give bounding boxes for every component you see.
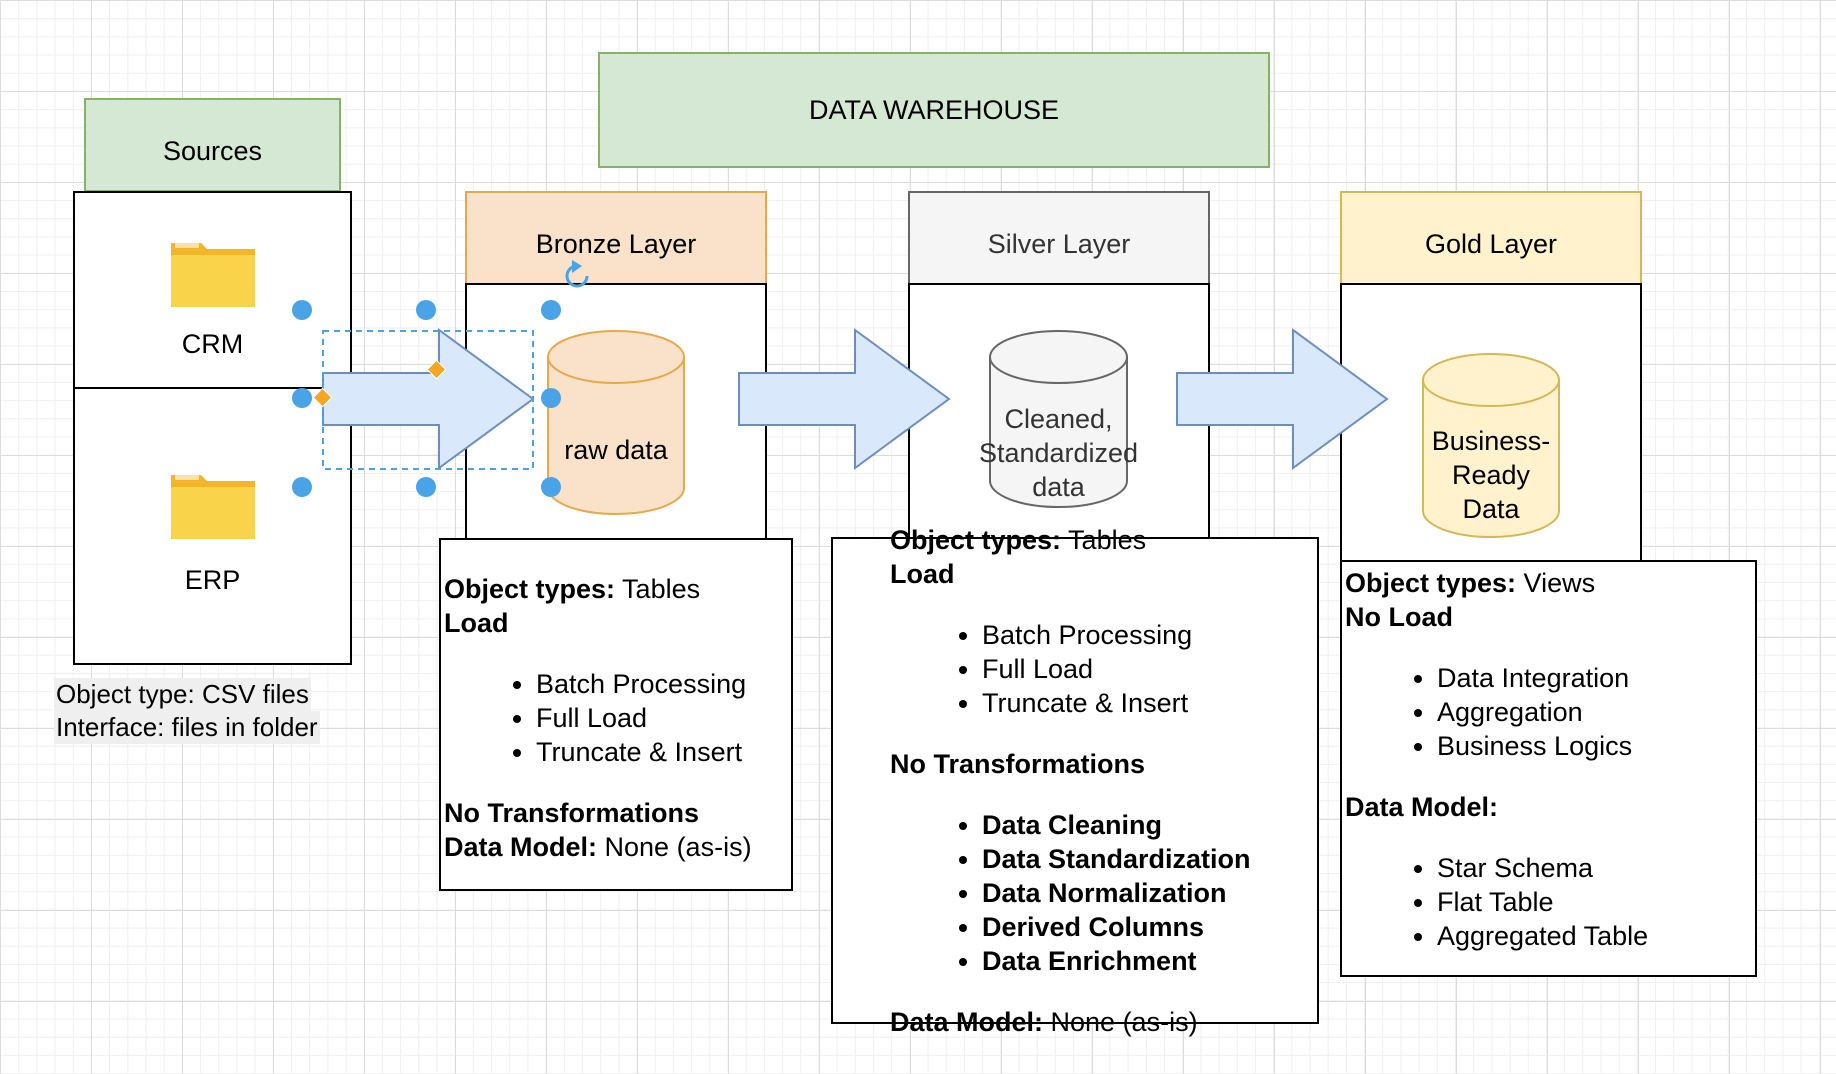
gold-data-model: Data Model: [1345, 792, 1499, 822]
silver-cylinder[interactable]: Cleaned, Standardized data [979, 329, 1138, 509]
rotate-icon [565, 260, 589, 288]
list-item: Aggregated Table [1437, 919, 1755, 953]
list-item: Data Cleaning [982, 808, 1310, 842]
bronze-description[interactable]: Object types: Tables Load Batch Processi… [439, 538, 793, 891]
bronze-load-list: Batch Processing Full Load Truncate & In… [444, 667, 791, 769]
resize-handle [292, 477, 312, 497]
list-item: Derived Columns [982, 910, 1310, 944]
bronze-object-types: Object types: Tables [444, 574, 701, 604]
resize-handle [416, 477, 436, 497]
bronze-layer-header[interactable]: Bronze Layer [465, 191, 767, 285]
sources-note[interactable]: Object type: CSV files Interface: files … [54, 678, 320, 744]
silver-transform-list: Data Cleaning Data Standardization Data … [890, 808, 1310, 978]
bronze-load-label: Load [444, 608, 509, 638]
gold-cylinder-label: Business- Ready Data [1431, 426, 1551, 524]
folder-icon [171, 475, 255, 539]
gold-object-types: Object types: Views [1345, 568, 1596, 598]
silver-cylinder-label: Cleaned, Standardized data [978, 404, 1139, 502]
gold-cylinder[interactable]: Business- Ready Data [1421, 352, 1561, 539]
bronze-cylinder[interactable]: raw data [546, 329, 686, 516]
silver-object-types: Object types: Tables [890, 525, 1147, 555]
shape-handle [426, 359, 447, 380]
shape-handle [312, 387, 333, 408]
source-item-crm[interactable]: CRM [73, 191, 352, 389]
source-label-crm: CRM [181, 329, 244, 359]
resize-handle [541, 388, 561, 408]
gold-layer-header[interactable]: Gold Layer [1340, 191, 1642, 285]
selection-box[interactable] [292, 260, 589, 497]
arrow-silver-to-gold[interactable] [1176, 328, 1389, 470]
list-item: Business Logics [1437, 729, 1755, 763]
list-item: Aggregation [1437, 695, 1755, 729]
sources-note-line1: Object type: CSV files [54, 678, 311, 711]
silver-description-box[interactable] [831, 537, 1319, 1024]
source-item-erp[interactable]: ERP [73, 387, 352, 665]
list-item: Data Standardization [982, 842, 1310, 876]
silver-layer-header-label: Silver Layer [987, 228, 1131, 259]
silver-transformations: No Transformations [890, 749, 1146, 779]
bronze-transformations: No Transformations [444, 798, 700, 828]
resize-handle [292, 388, 312, 408]
resize-handle [292, 300, 312, 320]
sources-header-label: Sources [162, 135, 263, 166]
list-item: Full Load [536, 701, 791, 735]
list-item: Star Schema [1437, 851, 1755, 885]
arrow-sources-to-bronze[interactable] [322, 328, 535, 470]
resize-handle [416, 300, 436, 320]
resize-handle [541, 477, 561, 497]
gold-layer-header-label: Gold Layer [1424, 228, 1558, 259]
gold-cylinder-shape [1422, 353, 1560, 538]
list-item: Data Enrichment [982, 944, 1310, 978]
folder-icon [171, 243, 255, 307]
list-item: Truncate & Insert [982, 686, 1310, 720]
silver-data-model: Data Model: None (as-is) [890, 1007, 1198, 1037]
data-warehouse-title: DATA WAREHOUSE [808, 94, 1060, 125]
silver-load-list: Batch Processing Full Load Truncate & In… [890, 618, 1310, 720]
list-item: Data Integration [1437, 661, 1755, 695]
list-item: Full Load [982, 652, 1310, 686]
bronze-cylinder-label: raw data [564, 435, 668, 465]
bronze-layer-header-label: Bronze Layer [535, 228, 697, 259]
data-warehouse-title-box[interactable]: DATA WAREHOUSE [598, 52, 1270, 168]
gold-description[interactable]: Object types: Views No Load Data Integra… [1340, 560, 1757, 977]
gold-model-list: Star Schema Flat Table Aggregated Table [1345, 851, 1755, 953]
list-item: Truncate & Insert [536, 735, 791, 769]
silver-cylinder-shape [989, 330, 1128, 508]
silver-description: Object types: Tables Load Batch Processi… [890, 523, 1310, 1039]
list-item: Data Normalization [982, 876, 1310, 910]
gold-load-label: No Load [1345, 602, 1453, 632]
list-item: Batch Processing [982, 618, 1310, 652]
sources-note-line2: Interface: files in folder [54, 711, 320, 744]
bronze-data-model: Data Model: None (as-is) [444, 832, 752, 862]
silver-load-label: Load [890, 559, 955, 589]
arrow-bronze-to-silver[interactable] [738, 328, 951, 470]
list-item: Flat Table [1437, 885, 1755, 919]
bronze-cylinder-shape [547, 330, 685, 515]
list-item: Batch Processing [536, 667, 791, 701]
source-label-erp: ERP [184, 565, 241, 595]
gold-load-list: Data Integration Aggregation Business Lo… [1345, 661, 1755, 763]
resize-handle [541, 300, 561, 320]
